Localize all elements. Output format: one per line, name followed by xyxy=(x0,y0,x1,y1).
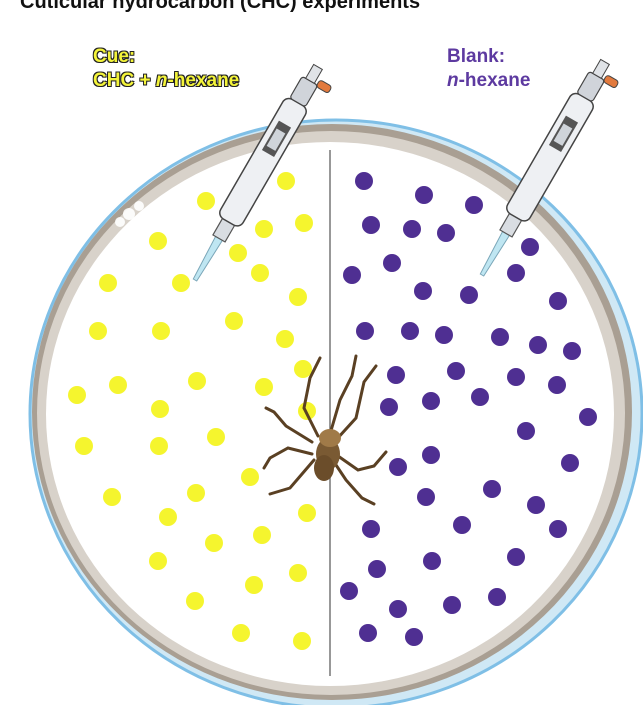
cue-dot xyxy=(149,232,167,250)
cue-dot xyxy=(276,330,294,348)
blank-dot xyxy=(507,264,525,282)
blank-dot xyxy=(389,458,407,476)
blank-dot xyxy=(549,292,567,310)
blank-dot xyxy=(507,368,525,386)
cue-dot xyxy=(232,624,250,642)
cue-dot xyxy=(152,322,170,340)
cue-dot xyxy=(241,468,259,486)
blank-dot xyxy=(389,600,407,618)
blank-dot xyxy=(521,238,539,256)
blank-dot xyxy=(579,408,597,426)
blank-dot xyxy=(447,362,465,380)
blank-dot xyxy=(401,322,419,340)
cue-dot xyxy=(277,172,295,190)
cue-dot xyxy=(89,322,107,340)
cue-dot xyxy=(255,220,273,238)
cue-dot xyxy=(294,360,312,378)
cue-heading: Cue: xyxy=(93,45,239,69)
cue-dot xyxy=(298,504,316,522)
cue-dot xyxy=(205,534,223,552)
blank-dot xyxy=(414,282,432,300)
cue-dot xyxy=(159,508,177,526)
cue-dot xyxy=(99,274,117,292)
cue-dot xyxy=(245,576,263,594)
blank-dot xyxy=(380,398,398,416)
blank-dot xyxy=(460,286,478,304)
cue-solvent: CHC + n-hexane xyxy=(93,69,239,93)
cue-dot xyxy=(150,437,168,455)
blank-dot xyxy=(453,516,471,534)
cue-dot xyxy=(289,288,307,306)
blank-dot xyxy=(491,328,509,346)
blank-dot xyxy=(465,196,483,214)
cue-dot xyxy=(229,244,247,262)
blank-dot xyxy=(405,628,423,646)
cue-dot xyxy=(295,214,313,232)
blank-dot xyxy=(356,322,374,340)
cue-dot xyxy=(109,376,127,394)
cue-dot xyxy=(197,192,215,210)
cue-dot xyxy=(253,526,271,544)
blank-dot xyxy=(423,552,441,570)
blank-dot xyxy=(387,366,405,384)
blank-dot xyxy=(340,582,358,600)
blank-dot xyxy=(359,624,377,642)
blank-dot xyxy=(437,224,455,242)
blank-dot xyxy=(529,336,547,354)
blank-dot xyxy=(343,266,361,284)
cue-dot xyxy=(251,264,269,282)
blank-dot xyxy=(563,342,581,360)
cue-label: Cue: CHC + n-hexane xyxy=(93,45,239,93)
cue-dot xyxy=(103,488,121,506)
blank-dot xyxy=(355,172,373,190)
blank-dot xyxy=(403,220,421,238)
cue-dot xyxy=(188,372,206,390)
cue-dot xyxy=(149,552,167,570)
blank-dot xyxy=(548,376,566,394)
blank-dot xyxy=(483,480,501,498)
cue-dot xyxy=(289,564,307,582)
cue-dot xyxy=(151,400,169,418)
blank-dot xyxy=(435,326,453,344)
blank-dot xyxy=(362,520,380,538)
blank-label: Blank: n-hexane xyxy=(447,45,530,93)
cue-dot xyxy=(68,386,86,404)
blank-dot xyxy=(362,216,380,234)
diagram-title: Cuticular hydrocarbon (CHC) experiments xyxy=(20,0,420,14)
blank-dot xyxy=(517,422,535,440)
blank-dot xyxy=(527,496,545,514)
blank-dot xyxy=(417,488,435,506)
cue-dot xyxy=(207,428,225,446)
cue-dot xyxy=(225,312,243,330)
blank-dot xyxy=(488,588,506,606)
blank-dot xyxy=(507,548,525,566)
blank-dot xyxy=(415,186,433,204)
cue-dot xyxy=(172,274,190,292)
cue-dot xyxy=(187,484,205,502)
cue-dot xyxy=(293,632,311,650)
blank-dot xyxy=(368,560,386,578)
blank-dot xyxy=(471,388,489,406)
blank-dot xyxy=(549,520,567,538)
cue-dot xyxy=(75,437,93,455)
blank-solvent: n-hexane xyxy=(447,69,530,93)
cue-dot xyxy=(255,378,273,396)
cue-dot xyxy=(186,592,204,610)
blank-dot xyxy=(422,446,440,464)
blank-dot xyxy=(383,254,401,272)
blank-dot xyxy=(561,454,579,472)
blank-heading: Blank: xyxy=(447,45,530,69)
blank-dot xyxy=(443,596,461,614)
blank-dot xyxy=(422,392,440,410)
